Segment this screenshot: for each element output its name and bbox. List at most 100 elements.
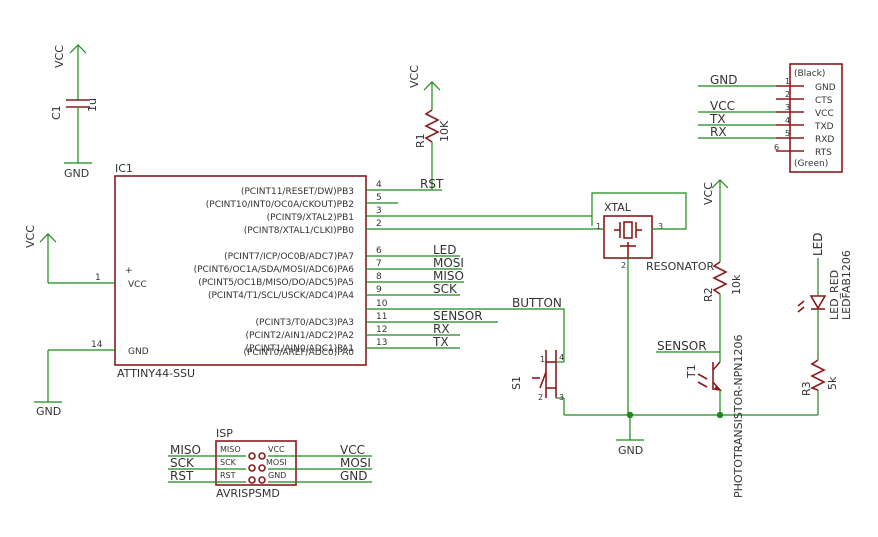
ic1-pin3-num: 3 — [376, 206, 382, 216]
isp-name: ISP — [216, 427, 233, 440]
isp-pin-miso: MISO — [220, 445, 241, 454]
ic1-pin12-num: 12 — [376, 325, 387, 335]
isp-pin-sck: SCK — [220, 458, 237, 467]
ftdi-pin3-label: VCC — [815, 109, 834, 119]
r2-resistor: VCC R2 10k — [702, 179, 743, 352]
ic1-pin5-label: (PCINT10/INT0/OC0A/CKOUT)PB2 — [206, 200, 354, 210]
isp-pin-mosi: MOSI — [266, 458, 287, 467]
net-tx-label: TX — [432, 335, 449, 349]
xtal-resonator: XTAL RESONATOR 1 2 3 — [591, 192, 715, 273]
isp-net-sck: SCK — [170, 456, 195, 470]
r1-name: R1 — [414, 133, 427, 148]
ic1-pin8-label: (PCINT5/OC1B/MISO/DO/ADC5)PA5 — [198, 278, 354, 288]
c1-name: C1 — [50, 105, 63, 120]
ic1-pin9-num: 9 — [376, 285, 382, 295]
led-part: LEDFAB1206 — [840, 250, 853, 320]
ic1-pin2-label: (PCINT8/XTAL1/CLKI)PB0 — [244, 226, 355, 236]
ftdi-top-label: (Black) — [794, 69, 825, 79]
net-mosi-label: MOSI — [433, 256, 464, 270]
t1-part: PHOTOTRANSISTOR-NPN1206 — [732, 335, 745, 498]
ic1-pin4-num: 4 — [376, 180, 382, 190]
ftdi-net-vcc: VCC — [710, 99, 735, 113]
r3-value: 5k — [826, 376, 839, 390]
r1-vcc-label: VCC — [408, 65, 421, 88]
ic1-pin10-label: (PCINT3/T0/ADC3)PA3 — [256, 318, 354, 328]
net-miso-label: MISO — [433, 269, 464, 283]
r2-value: 10k — [730, 274, 743, 295]
ic1-right-pin-wires: 4 RST 5 3 2 6 LED 7 MOSI 8 MISO 9 SCK 10… — [366, 177, 603, 362]
s1-pin4: 4 — [559, 353, 564, 362]
r2-vcc-label: VCC — [702, 182, 715, 205]
ic1-pin11-label: (PCINT2/AIN1/ADC2)PA2 — [245, 331, 354, 341]
ftdi-pin6-num: 6 — [774, 143, 779, 152]
t1-phototransistor: SENSOR T1 PHOTOTRANSISTOR-NPN1206 — [656, 335, 745, 498]
s1-button: S1 1 2 3 4 — [510, 350, 565, 415]
net-rst-label: RST — [420, 177, 444, 191]
net-rx-label: RX — [433, 322, 450, 336]
ground-bus: GND — [564, 390, 819, 457]
xtal-pin2: 2 — [621, 261, 626, 270]
ic1-pin14-label: GND — [128, 347, 149, 357]
net-sensor-label: SENSOR — [433, 309, 483, 323]
ftdi-pin5-label: RXD — [815, 135, 834, 145]
ic1-pin8-num: 8 — [376, 272, 382, 282]
ftdi-net-rx: RX — [710, 125, 727, 139]
ic1-pin6-label: (PCINT7/ICP/OC0B/ADC7)PA7 — [224, 252, 354, 262]
ftdi-pin2-label: CTS — [815, 96, 833, 106]
ic1-name: IC1 — [115, 162, 133, 175]
ic1-pin7-label: (PCINT6/OC1A/SDA/MOSI/ADC6)PA6 — [194, 265, 355, 275]
ftdi-pin1-label: GND — [815, 83, 836, 93]
ic1-pin12-label: (PCINT1/AIN0/ADC1)PA1 — [245, 344, 354, 354]
xtal-pin1: 1 — [596, 222, 601, 231]
r3-name: R3 — [800, 381, 813, 396]
led-indicator: LED LED_RED LEDFAB1206 — [797, 232, 853, 360]
t1-name: T1 — [685, 364, 698, 379]
c1-value: 1u — [86, 98, 99, 112]
ic1-pin10-num: 10 — [376, 299, 388, 309]
isp-pin-rst: RST — [220, 471, 236, 480]
isp-net-mosi: MOSI — [340, 456, 371, 470]
isp-net-rst: RST — [170, 469, 194, 483]
ic1-pin13-num: 13 — [376, 338, 387, 348]
ftdi-pin4-label: TXD — [814, 122, 834, 132]
ic1-pa0-label: (PCINT0/AREF/ADC0)PA0 — [243, 348, 354, 358]
ftdi-pin3-num: 3 — [785, 103, 790, 112]
ic1-part: ATTINY44-SSU — [117, 367, 195, 380]
xtal-part: RESONATOR — [646, 260, 715, 273]
s1-pin3: 3 — [559, 393, 564, 402]
s1-name: S1 — [510, 376, 523, 390]
ftdi-bottom-label: (Green) — [794, 159, 828, 169]
led-name: LED_RED — [828, 270, 841, 320]
net-led-label: LED — [433, 243, 457, 257]
ftdi-pin4-num: 4 — [785, 116, 790, 125]
c1-capacitor: VCC GND C1 1u — [50, 44, 99, 180]
ic1-attiny44: IC1 ATTINY44-SSU VCC 1 + VCC GND 14 GND … — [24, 162, 367, 418]
r2-name: R2 — [702, 287, 715, 302]
c1-gnd-label: GND — [64, 167, 89, 180]
ftdi-pin5-num: 5 — [785, 129, 790, 138]
isp-net-miso: MISO — [170, 443, 201, 457]
ic1-pin9-label: (PCINT4/T1/SCL/USCK/ADC4)PA4 — [208, 291, 354, 301]
ic1-pin2-num: 2 — [376, 219, 382, 229]
xtal-pin3: 3 — [658, 222, 663, 231]
net-led-right-label: LED — [811, 232, 825, 256]
s1-pin2: 2 — [538, 393, 543, 402]
ftdi-pin1-num: 1 — [785, 77, 790, 86]
ic1-pin1-label: VCC — [128, 280, 147, 290]
ic1-pin7-num: 7 — [376, 259, 382, 269]
net-sck-label: SCK — [433, 282, 458, 296]
isp-pin-vcc: VCC — [268, 445, 285, 454]
ic1-pin11-num: 11 — [376, 312, 387, 322]
isp-header: ISP AVRISPSMD MISO SCK RST VCC MOSI GND … — [168, 427, 372, 500]
ftdi-net-gnd: GND — [710, 73, 738, 87]
ic1-vcc-net-label: VCC — [24, 225, 37, 248]
r1-value: 10K — [438, 120, 451, 142]
net-sensor-t1-label: SENSOR — [657, 339, 707, 353]
ic1-pin5-num: 5 — [376, 193, 382, 203]
ic1-pin1-num: 1 — [95, 273, 101, 283]
ic1-right-pin-labels: (PCINT11/RESET/DW)PB3 (PCINT10/INT0/OC0A… — [194, 187, 355, 354]
isp-net-gnd: GND — [340, 469, 368, 483]
r3-resistor: R3 5k — [800, 359, 839, 396]
ic1-pin14-num: 14 — [91, 340, 103, 350]
